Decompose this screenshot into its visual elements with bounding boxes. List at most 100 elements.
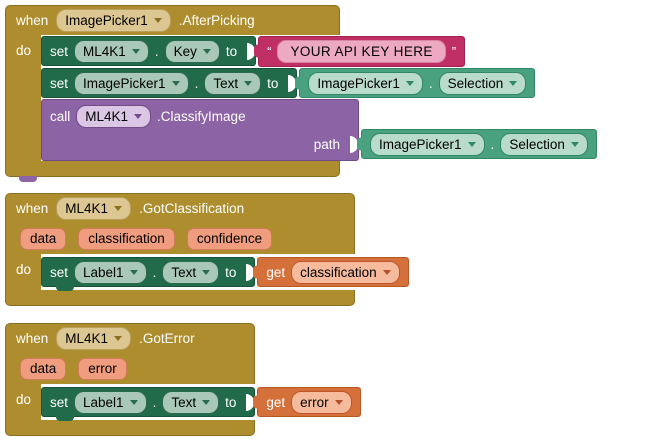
component-dropdown-value: ML4K1	[65, 331, 109, 346]
when-label: when	[16, 201, 49, 216]
property-dropdown-value: Key	[173, 43, 197, 59]
dropdown-arrow-icon	[334, 399, 343, 405]
param-label: path	[313, 136, 340, 152]
dot-label: .	[152, 264, 157, 280]
component-getter-block[interactable]: ImagePicker1 . Selection	[361, 129, 597, 159]
get-label: get	[266, 394, 286, 410]
component-dropdown[interactable]: Label1	[74, 260, 147, 284]
dot-label: .	[152, 394, 157, 410]
set-text-row: set ImagePicker1 . Text to ImagePi	[41, 67, 597, 99]
set-key-block[interactable]: set ML4K1 . Key to	[41, 36, 257, 66]
dropdown-arrow-icon	[129, 269, 138, 275]
event-name-label: .GotError	[139, 331, 195, 346]
set-key-row: set ML4K1 . Key to “ YOUR API KEY HER	[41, 35, 597, 67]
close-quote-label: ”	[451, 43, 457, 59]
set-text-block[interactable]: set ImagePicker1 . Text to	[41, 68, 298, 98]
property-dropdown-value: Selection	[509, 136, 565, 152]
component-getter-block[interactable]: ImagePicker1 . Selection	[299, 68, 536, 98]
param-chip-data[interactable]: data	[20, 357, 67, 380]
event-params-row: data error	[5, 353, 255, 384]
text-string-block[interactable]: “ YOUR API KEY HERE ”	[258, 35, 466, 67]
param-chip-error[interactable]: error	[78, 357, 127, 380]
event-block-goterror[interactable]: when ML4K1 .GotError data error do set L…	[5, 323, 361, 436]
dropdown-arrow-icon	[244, 80, 253, 86]
dropdown-arrow-icon	[153, 18, 162, 23]
dropdown-arrow-icon	[405, 80, 414, 86]
when-label: when	[16, 13, 49, 28]
value-socket	[288, 74, 297, 92]
variable-dropdown[interactable]: error	[291, 390, 352, 414]
dot-label: .	[154, 43, 159, 59]
property-dropdown[interactable]: Text	[162, 260, 220, 284]
set-row: set Label1 . Text to get	[41, 384, 361, 421]
event-name-label: .AfterPicking	[178, 13, 255, 28]
param-chip-data[interactable]: data	[20, 227, 67, 250]
variable-get-block[interactable]: get error	[257, 387, 361, 417]
call-label: call	[50, 108, 71, 124]
set-label: set	[50, 264, 69, 280]
do-label: do	[15, 392, 32, 407]
property-dropdown-value: Text	[171, 394, 197, 410]
to-label: to	[225, 394, 237, 410]
variable-dropdown[interactable]: classification	[291, 260, 400, 284]
event-name-label: .GotClassification	[139, 201, 245, 216]
set-label: set	[50, 43, 69, 59]
component-dropdown-value: ImagePicker1	[83, 75, 166, 91]
component-dropdown[interactable]: ImagePicker1	[308, 71, 423, 95]
dropdown-arrow-icon	[131, 48, 140, 54]
param-chip-classification[interactable]: classification	[78, 227, 175, 250]
do-arm: do	[5, 384, 41, 420]
dot-label: .	[490, 136, 495, 152]
open-quote-label: “	[267, 43, 272, 59]
property-dropdown[interactable]: Text	[204, 71, 262, 95]
value-socket	[350, 135, 358, 153]
param-chip-confidence[interactable]: confidence	[186, 227, 273, 250]
property-dropdown-value: Text	[213, 75, 239, 91]
event-block-footer	[5, 290, 355, 306]
property-dropdown[interactable]: Text	[162, 390, 220, 414]
event-header[interactable]: when ML4K1 .GotError	[5, 323, 255, 353]
to-label: to	[267, 75, 279, 91]
event-block-afterpicking[interactable]: when ImagePicker1 .AfterPicking do set M…	[5, 5, 597, 177]
component-dropdown-value: ML4K1	[83, 43, 126, 59]
call-method-block[interactable]: call ML4K1 .ClassifyImage path	[41, 99, 359, 161]
property-dropdown[interactable]: Key	[164, 39, 220, 63]
dropdown-arrow-icon	[202, 269, 211, 275]
dropdown-arrow-icon	[114, 206, 123, 211]
property-dropdown[interactable]: Selection	[500, 132, 588, 156]
variable-get-block[interactable]: get classification	[257, 257, 409, 287]
dropdown-arrow-icon	[509, 80, 518, 86]
component-dropdown-value: ML4K1	[85, 108, 129, 124]
variable-dropdown-value: error	[300, 394, 329, 410]
component-dropdown[interactable]: ImagePicker1	[370, 132, 485, 156]
event-header[interactable]: when ML4K1 .GotClassification	[5, 193, 355, 223]
component-dropdown[interactable]: Label1	[74, 390, 147, 414]
component-dropdown[interactable]: ImagePicker1	[56, 9, 171, 32]
component-dropdown[interactable]: ML4K1	[56, 197, 132, 220]
set-text-block[interactable]: set Label1 . Text to	[41, 387, 256, 421]
component-dropdown[interactable]: ML4K1	[74, 39, 149, 63]
component-dropdown[interactable]: ImagePicker1	[74, 71, 189, 95]
dot-label: .	[194, 75, 199, 91]
set-label: set	[50, 75, 69, 91]
event-header[interactable]: when ImagePicker1 .AfterPicking	[5, 5, 340, 35]
property-dropdown[interactable]: Selection	[438, 71, 527, 95]
dropdown-arrow-icon	[171, 80, 180, 86]
event-block-footer	[5, 161, 340, 177]
do-label: do	[15, 43, 32, 58]
method-name-label: .ClassifyImage	[157, 108, 246, 124]
dot-label: .	[428, 75, 433, 91]
event-block-gotclassification[interactable]: when ML4K1 .GotClassification data class…	[5, 193, 409, 306]
to-label: to	[225, 43, 238, 59]
api-key-text-field[interactable]: YOUR API KEY HERE	[277, 39, 446, 63]
component-dropdown[interactable]: ML4K1	[76, 104, 152, 128]
dropdown-arrow-icon	[202, 399, 211, 405]
set-text-block[interactable]: set Label1 . Text to	[41, 257, 256, 291]
component-dropdown[interactable]: ML4K1	[56, 327, 132, 350]
set-row: set Label1 . Text to get	[41, 254, 409, 291]
do-label: do	[15, 262, 32, 277]
property-dropdown-value: Text	[171, 264, 197, 280]
component-dropdown-value: ImagePicker1	[65, 13, 148, 28]
variable-dropdown-value: classification	[300, 264, 377, 280]
dropdown-arrow-icon	[202, 48, 211, 54]
